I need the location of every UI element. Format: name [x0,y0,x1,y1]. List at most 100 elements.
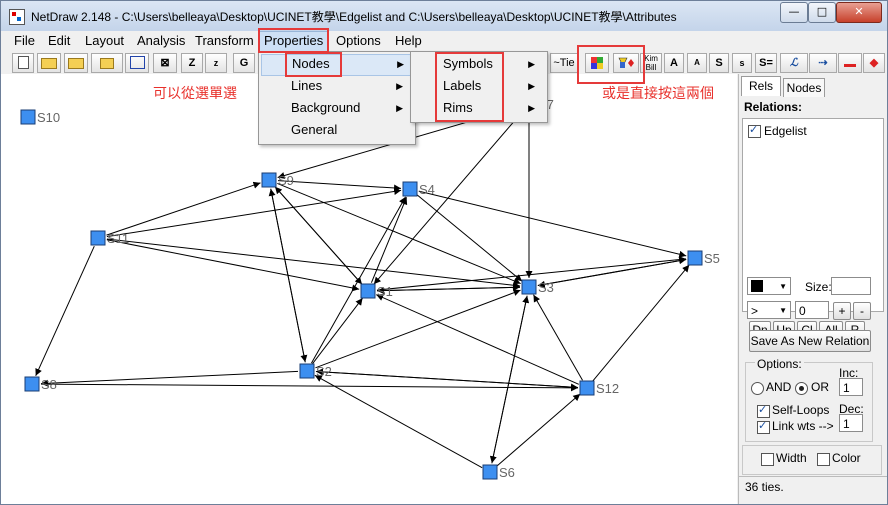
edge-S12-S5[interactable] [592,264,690,382]
and-radio[interactable] [751,382,764,395]
dec-field[interactable]: 1 [839,414,863,432]
node-S9[interactable] [261,172,277,188]
save-as-new-relation-button[interactable]: Save As New Relation [749,330,871,352]
tab-rels[interactable]: Rels [741,76,781,96]
menu-properties[interactable]: Properties [259,31,329,53]
or-radio[interactable] [795,382,808,395]
menu-transform[interactable]: Transform [195,33,254,48]
maximize-button[interactable]: □ [808,2,836,23]
edge-S9-S2[interactable] [270,188,308,363]
menu-file[interactable]: File [14,33,35,48]
edge-S4-S5[interactable] [418,190,687,258]
edge-S3-S6[interactable] [489,295,528,464]
edge-S5-S3[interactable] [537,259,687,288]
edge-S6-S2[interactable] [314,374,483,469]
edge-S4-S3[interactable] [416,194,523,282]
self-loops-checkbox[interactable] [757,403,770,418]
open-folder-icon[interactable] [37,53,61,73]
size-s-large-button[interactable]: S [709,53,729,73]
edge-S8-S12[interactable] [40,383,579,392]
edge-S9-S3[interactable] [277,182,521,285]
zoom-out-button[interactable]: z [205,53,227,73]
edge-S2-S1[interactable] [312,297,363,365]
node-S2[interactable] [299,363,315,379]
menu-analysis[interactable]: Analysis [137,33,186,48]
ties-button[interactable]: ~Tie [550,53,578,73]
edge-S9-S4[interactable] [277,180,402,192]
text-a-large-button[interactable]: A [664,53,684,73]
close-button[interactable]: ✕ [836,2,882,23]
edge-S11-S8[interactable] [35,245,95,377]
node-S5[interactable] [687,250,703,266]
menu-options[interactable]: Options [336,33,381,48]
node-S10[interactable] [20,109,36,125]
menu-item-rims[interactable]: Rims ▶ [413,98,543,118]
tab-nodes[interactable]: Nodes [783,78,825,97]
menu-item-background[interactable]: Background ▶ [261,98,411,118]
window-title: NetDraw 2.148 - C:\Users\belleaya\Deskto… [31,10,677,24]
menu-item-symbols[interactable]: Symbols ▶ [413,54,543,74]
edge-S3-S1[interactable] [376,286,521,295]
edge-S11-S3[interactable] [106,238,521,289]
color-select[interactable]: ▼ [747,277,791,295]
edge-S6-S12[interactable] [496,393,581,467]
plus-button[interactable]: + [833,302,851,320]
node-S1[interactable] [360,283,376,299]
node-S3[interactable] [521,279,537,295]
edge-S2-S8[interactable] [40,370,299,387]
minus-button[interactable]: - [853,302,871,320]
size-s-small-button[interactable]: s [732,53,752,73]
red-diamond-icon[interactable]: ◆ [863,53,885,73]
operator-select[interactable]: > ▼ [747,301,791,319]
edge-S1-S9[interactable] [274,186,363,285]
network-canvas[interactable]: S10S9S4S11S1S3S5S7S2S8S12S6 可以從選單選 或是直接按… [1,74,737,504]
edge-S12-S1[interactable] [376,294,579,385]
menu-edit[interactable]: Edit [48,33,71,48]
size-field[interactable] [831,277,871,295]
node-S4[interactable] [402,181,418,197]
menu-item-nodes[interactable]: Nodes ▶ [261,54,413,76]
kim-bill-button[interactable]: Kim Bill [640,53,662,73]
fit-icon[interactable]: ⊠ [153,53,177,73]
color-checkbox[interactable] [817,453,830,466]
inc-field[interactable]: 1 [839,378,863,396]
minimize-button[interactable]: — [780,2,808,23]
new-file-icon[interactable] [12,53,34,73]
curve-icon[interactable]: ℒ [780,53,808,73]
edgelist-checkbox[interactable] [748,123,761,138]
text-a-small-button[interactable]: A [687,53,707,73]
network-graph[interactable]: S10S9S4S11S1S3S5S7S2S8S12S6 [1,74,737,504]
edge-S2-S4[interactable] [310,196,407,364]
edge-S11-S9[interactable] [106,181,261,236]
node-S11[interactable] [90,230,106,246]
node-S12[interactable] [579,380,595,396]
open-folder-icon[interactable] [64,53,88,73]
edge-S1-S4[interactable] [370,197,408,283]
width-checkbox[interactable] [761,453,774,466]
link-wts-checkbox[interactable] [757,419,770,434]
zoom-in-button[interactable]: Z [181,53,203,73]
layout-icon[interactable] [125,53,149,73]
arrow-line-button[interactable]: ⇢ [809,53,837,73]
node-S8[interactable] [24,376,40,392]
g-button[interactable]: G [233,53,255,73]
edge-S1-S5[interactable] [376,256,687,291]
node-shape-icon[interactable] [613,53,639,73]
line-color-icon[interactable] [838,53,862,73]
edge-S7-S1[interactable] [373,110,524,285]
menu-item-general[interactable]: General [261,120,411,140]
threshold-field[interactable]: 0 [795,301,829,319]
edge-S12-S3[interactable] [533,294,583,381]
edge-S2-S3[interactable] [315,289,521,369]
node-S6[interactable] [482,464,498,480]
edge-S11-S4[interactable] [106,188,402,238]
menu-help[interactable]: Help [395,33,422,48]
open-attribute-icon[interactable] [91,53,123,73]
size-equal-button[interactable]: S= [755,53,777,73]
edge-S11-S1[interactable] [106,239,360,292]
menu-item-labels[interactable]: Labels ▶ [413,76,543,96]
menu-layout[interactable]: Layout [85,33,125,48]
menu-item-lines[interactable]: Lines ▶ [261,76,411,96]
edge-S12-S2[interactable] [315,368,579,388]
node-color-icon[interactable] [585,53,609,73]
